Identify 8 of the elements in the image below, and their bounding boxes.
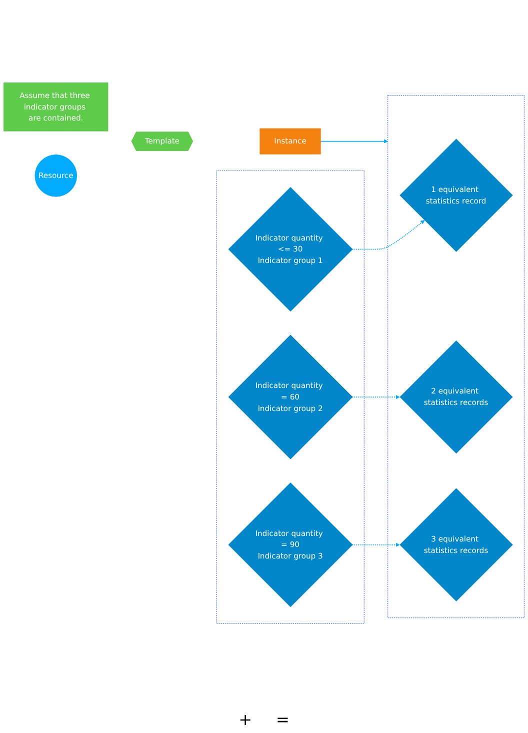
cluster <box>216 170 364 624</box>
cluster <box>387 94 525 618</box>
arrow <box>352 220 425 250</box>
arrow <box>320 139 388 144</box>
operator-symbol: + <box>238 710 252 729</box>
arrow <box>352 542 400 547</box>
operator-symbol: = <box>276 710 290 729</box>
arrow <box>352 394 400 400</box>
